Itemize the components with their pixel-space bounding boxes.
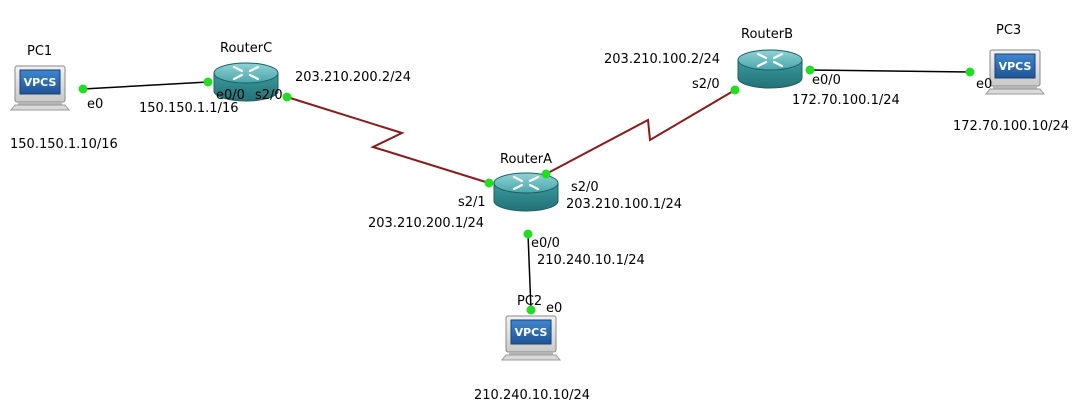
routerb-e00-port-label: e0/0 xyxy=(812,73,841,88)
pc3-ip: 172.70.100.10/24 xyxy=(953,119,1069,134)
routera-s20-port-label: s2/0 xyxy=(571,180,599,195)
pc1-ip: 150.150.1.10/16 xyxy=(10,137,118,152)
pc1-name: PC1 xyxy=(27,44,52,59)
svg-text:VPCS: VPCS xyxy=(515,326,548,339)
status-dot-routerc-e00 xyxy=(203,77,213,87)
status-dot-pc1-e0 xyxy=(78,84,88,94)
node-pc3[interactable]: PC3 VPCS 172.70.100.10/24 xyxy=(953,23,1069,134)
routera-e00-port-label: e0/0 xyxy=(531,236,560,251)
status-dot-routerc-s20 xyxy=(282,92,292,102)
node-routerc[interactable]: RouterC xyxy=(213,41,279,102)
status-dot-pc2-e0 xyxy=(526,305,536,315)
routerc-e00-ip-label: 150.150.1.1/16 xyxy=(139,101,239,116)
status-dot-routerb-s20 xyxy=(730,85,740,95)
routera-name: RouterA xyxy=(500,152,552,167)
routerb-name: RouterB xyxy=(741,27,793,42)
routerc-name: RouterC xyxy=(220,41,272,56)
links xyxy=(82,69,971,311)
routerc-e00-port-label: e0/0 xyxy=(216,88,245,103)
router-icon[interactable] xyxy=(213,62,279,102)
node-pc1[interactable]: PC1 VPCS 150.150.1.10/16 xyxy=(9,44,118,152)
link-routerb-pc3[interactable] xyxy=(809,69,971,73)
link-routerc-routera-serial[interactable] xyxy=(286,96,490,184)
pc2-ip: 210.240.10.10/24 xyxy=(474,388,590,403)
status-dots xyxy=(78,65,975,315)
vpcs-icon[interactable]: VPCS xyxy=(9,65,71,111)
node-pc2[interactable]: PC2 VPCS 210.240.10.10/24 xyxy=(474,294,590,403)
routerb-s20-ip-label: 203.210.100.2/24 xyxy=(604,52,720,67)
status-dot-pc3-e0 xyxy=(965,67,975,77)
routera-e00-ip-label: 210.240.10.1/24 xyxy=(537,253,645,268)
status-dot-routera-e00 xyxy=(523,229,533,239)
pc3-port-label: e0 xyxy=(976,77,992,92)
node-routera[interactable]: RouterA xyxy=(493,152,559,212)
pc2-port-label: e0 xyxy=(546,301,562,316)
vpcs-icon[interactable]: VPCS xyxy=(984,49,1046,95)
link-routera-pc2[interactable] xyxy=(527,233,532,311)
router-icon[interactable] xyxy=(737,49,803,89)
status-dot-routerb-e00 xyxy=(805,65,815,75)
link-pc1-routerc[interactable] xyxy=(82,81,209,90)
routerc-s20-port-label: s2/0 xyxy=(255,88,283,103)
routerb-e00-ip-label: 172.70.100.1/24 xyxy=(792,93,900,108)
routera-s21-port-label: s2/1 xyxy=(458,195,486,210)
pc3-name: PC3 xyxy=(996,23,1021,38)
routera-s20-ip-label: 203.210.100.1/24 xyxy=(566,197,682,212)
status-dot-routera-s21 xyxy=(484,178,494,188)
interface-labels: e0 e0/0 150.150.1.1/16 s2/0 203.210.200.… xyxy=(87,52,992,316)
routerb-s20-port-label: s2/0 xyxy=(692,77,720,92)
vpcs-icon[interactable]: VPCS xyxy=(500,315,562,361)
link-routera-routerb-serial[interactable] xyxy=(545,89,736,175)
router-icon[interactable] xyxy=(493,172,559,212)
svg-text:VPCS: VPCS xyxy=(999,60,1032,73)
svg-text:VPCS: VPCS xyxy=(24,76,57,89)
status-dot-routera-s20 xyxy=(541,169,551,179)
pc2-name: PC2 xyxy=(517,294,542,309)
routerc-s20-ip-label: 203.210.200.2/24 xyxy=(295,70,411,85)
pc1-port-label: e0 xyxy=(87,97,103,112)
routera-s21-ip-label: 203.210.200.1/24 xyxy=(368,216,484,231)
node-routerb[interactable]: RouterB xyxy=(737,27,803,89)
